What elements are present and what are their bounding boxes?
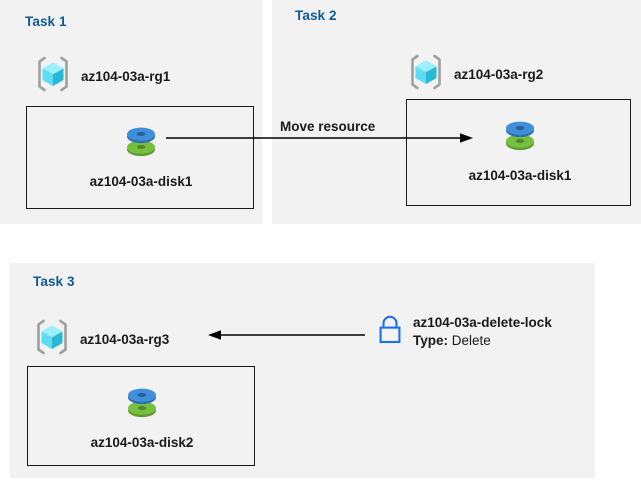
- resource-label-task-2: az104-03a-disk1: [468, 168, 572, 183]
- delete-lock-text: az104-03a-delete-lock Type: Delete: [413, 315, 552, 350]
- arrow-label-move-resource: Move resource: [280, 119, 376, 134]
- resource-group-label-task-1: az104-03a-rg1: [81, 69, 171, 84]
- resource-group-icon: [34, 55, 72, 98]
- resource-group-icon: [407, 53, 445, 96]
- lock-icon: [377, 315, 403, 350]
- resource-box-task-3: az104-03a-disk2: [27, 366, 255, 466]
- delete-lock-type-key: Type:: [413, 332, 452, 348]
- delete-lock-type: Type: Delete: [413, 333, 552, 350]
- resource-group-task-1: az104-03a-rg1: [34, 55, 170, 98]
- resource-box-task-1: az104-03a-disk1: [26, 106, 254, 209]
- resource-task-3: az104-03a-disk2: [91, 380, 193, 450]
- resource-group-label-task-3: az104-03a-rg3: [80, 332, 170, 347]
- managed-disk-icon: [120, 380, 164, 429]
- managed-disk-icon: [119, 119, 163, 168]
- resource-group-task-2: az104-03a-rg2: [407, 53, 543, 96]
- resource-task-1: az104-03a-disk1: [90, 119, 192, 189]
- panel-title-task-2: Task 2: [295, 8, 337, 23]
- arrow-move-resource: [166, 133, 473, 143]
- resource-box-task-2: az104-03a-disk1: [406, 99, 631, 206]
- delete-lock-type-value: Delete: [451, 332, 491, 348]
- resource-label-task-1: az104-03a-disk1: [89, 174, 193, 189]
- delete-lock-group: az104-03a-delete-lock Type: Delete: [377, 315, 552, 350]
- resource-group-label-task-2: az104-03a-rg2: [454, 67, 544, 82]
- managed-disk-icon: [498, 113, 542, 162]
- resource-label-task-3: az104-03a-disk2: [90, 435, 194, 450]
- panel-title-task-3: Task 3: [33, 274, 75, 289]
- resource-task-2: az104-03a-disk1: [469, 113, 571, 183]
- resource-group-task-3: az104-03a-rg3: [33, 318, 169, 361]
- arrow-apply-lock: [208, 330, 365, 340]
- resource-group-icon: [33, 318, 71, 361]
- panel-title-task-1: Task 1: [25, 14, 67, 29]
- delete-lock-name: az104-03a-delete-lock: [413, 315, 552, 330]
